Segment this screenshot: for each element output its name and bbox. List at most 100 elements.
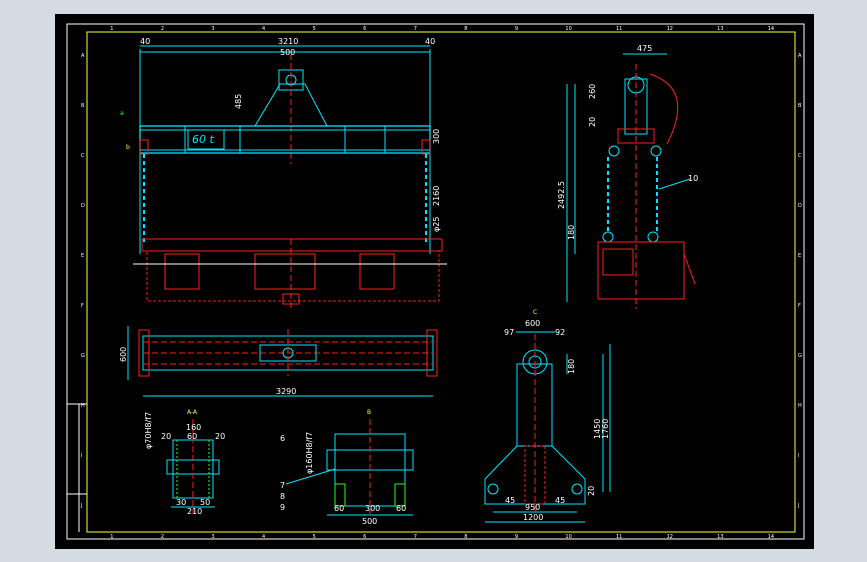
frame-tick-left: C	[81, 153, 85, 159]
frame-tick-top: 5	[313, 26, 316, 32]
section-mark-c: C	[533, 309, 537, 316]
frame-tick-top: 14	[768, 26, 774, 32]
dim-total-span: 3210	[278, 37, 298, 46]
dim-lug-top-right: 92	[555, 328, 565, 337]
dim-bot-total-a: 210	[187, 507, 202, 516]
callout-7: 7	[280, 481, 285, 490]
frame-tick-left: H	[81, 403, 85, 409]
frame-tick-right: F	[798, 303, 801, 309]
detail-a-view: A-A φ70H8/f7 160 60 20 20 30 50 210	[144, 409, 225, 516]
frame-tick-left: F	[81, 303, 84, 309]
detail-b-view: B 6 φ160H8/f7 7 8 9 60 300 60 500	[280, 409, 414, 526]
dim-bot-left-a: 30	[176, 498, 186, 507]
front-view: 60 t 3210 40 40 500 485 300 2160 φ25	[120, 37, 447, 309]
dim-lug-height: 485	[234, 94, 243, 109]
dim-lug-top-left: 97	[504, 328, 514, 337]
dim-pin-b: φ160H8/f7	[305, 432, 314, 474]
frame-tick-top: 4	[262, 26, 265, 32]
frame-tick-left: E	[81, 253, 84, 259]
callout-6: 6	[280, 434, 285, 443]
frame-tick-top: 6	[363, 26, 366, 32]
callout-9: 9	[280, 503, 285, 512]
dim-left-edge: 40	[140, 37, 150, 46]
frame-tick-bottom: 3	[211, 534, 214, 540]
frame-tick-bottom: 4	[262, 534, 265, 540]
plan-view: 600 3290	[119, 326, 438, 397]
frame-tick-right: C	[798, 153, 802, 159]
dim-lug-eye: 180	[567, 359, 576, 374]
dim-lug-base-total: 1200	[523, 513, 543, 522]
dim-chain-diameter: φ25	[432, 217, 441, 232]
frame-tick-bottom: 1	[110, 534, 113, 540]
frame-tick-bottom: 12	[667, 534, 673, 540]
frame-tick-left: G	[81, 353, 85, 359]
frame-tick-top: 11	[616, 26, 622, 32]
frame-tick-bottom: 9	[515, 534, 518, 540]
dim-lug-base-h: 20	[587, 486, 596, 496]
dim-lug-h2: 1760	[601, 419, 610, 439]
frame-tick-right: J	[797, 503, 799, 509]
dim-pin-a: φ70H8/f7	[144, 412, 153, 449]
section-mark-a: A-A	[187, 409, 198, 416]
dim-lug-base-left: 45	[505, 496, 515, 505]
frame-tick-top: 8	[464, 26, 467, 32]
frame-tick-top: 10	[565, 26, 571, 32]
frame-tick-left: I	[81, 453, 82, 459]
frame-tick-bottom: 11	[616, 534, 622, 540]
section-marker-b: b	[126, 144, 130, 151]
dim-lower: 180	[567, 225, 576, 240]
frame-tick-top: 3	[211, 26, 214, 32]
frame-tick-top: 12	[667, 26, 673, 32]
dim-right-edge: 40	[425, 37, 435, 46]
dim-shackle: 20	[588, 117, 597, 127]
dim-lug-top: 600	[525, 319, 540, 328]
dim-top-width: 475	[637, 44, 652, 53]
frame-tick-bottom: 8	[464, 534, 467, 540]
frame-tick-bottom: 14	[768, 534, 774, 540]
frame-tick-right: H	[798, 403, 802, 409]
frame-tick-top: 13	[717, 26, 723, 32]
part-callout-10: 10	[688, 174, 698, 183]
frame-tick-right: G	[798, 353, 802, 359]
dim-left-b: 60	[334, 504, 344, 513]
dim-plan-width: 600	[119, 347, 128, 362]
frame-tick-bottom: 13	[717, 534, 723, 540]
dim-right-b: 60	[396, 504, 406, 513]
frame-tick-right: A	[798, 53, 802, 59]
frame-tick-bottom: 6	[363, 534, 366, 540]
frame-tick-left: J	[80, 503, 82, 509]
dim-plan-length: 3290	[276, 387, 296, 396]
frame-tick-right: I	[798, 453, 799, 459]
frame-tick-left: A	[81, 53, 85, 59]
frame-tick-bottom: 10	[565, 534, 571, 540]
dim-beam-height: 300	[432, 129, 441, 144]
dim-total-height: 2492.5	[557, 181, 566, 209]
frame-tick-top: 2	[161, 26, 164, 32]
title-frame	[66, 23, 805, 540]
frame-tick-right: B	[798, 103, 802, 109]
frame-tick-left: B	[81, 103, 85, 109]
callout-8: 8	[280, 492, 285, 501]
dim-bot-right-a: 50	[200, 498, 210, 507]
dim-top-width-a: 160	[186, 423, 201, 432]
dim-side-right-a: 20	[215, 432, 225, 441]
frame-tick-bottom: 2	[161, 534, 164, 540]
lug-view: C 600 97 92 180 1450 1760 20	[484, 309, 611, 523]
dim-lug-width: 500	[280, 48, 295, 57]
dim-inner-a: 60	[187, 432, 197, 441]
frame-tick-top: 7	[414, 26, 417, 32]
frame-tick-top: 1	[110, 26, 113, 32]
dim-mid-b: 300	[365, 504, 380, 513]
dim-hook-top: 260	[588, 84, 597, 99]
frame-tick-top: 9	[515, 26, 518, 32]
beam-capacity-label: 60 t	[192, 133, 214, 146]
frame-tick-right: E	[798, 253, 801, 259]
side-view: 475 260 20 2492.5 180 10	[557, 44, 698, 309]
frame-tick-bottom: 7	[414, 534, 417, 540]
dim-total-b: 500	[362, 517, 377, 526]
dim-side-left-a: 20	[161, 432, 171, 441]
frame-tick-right: D	[798, 203, 802, 209]
